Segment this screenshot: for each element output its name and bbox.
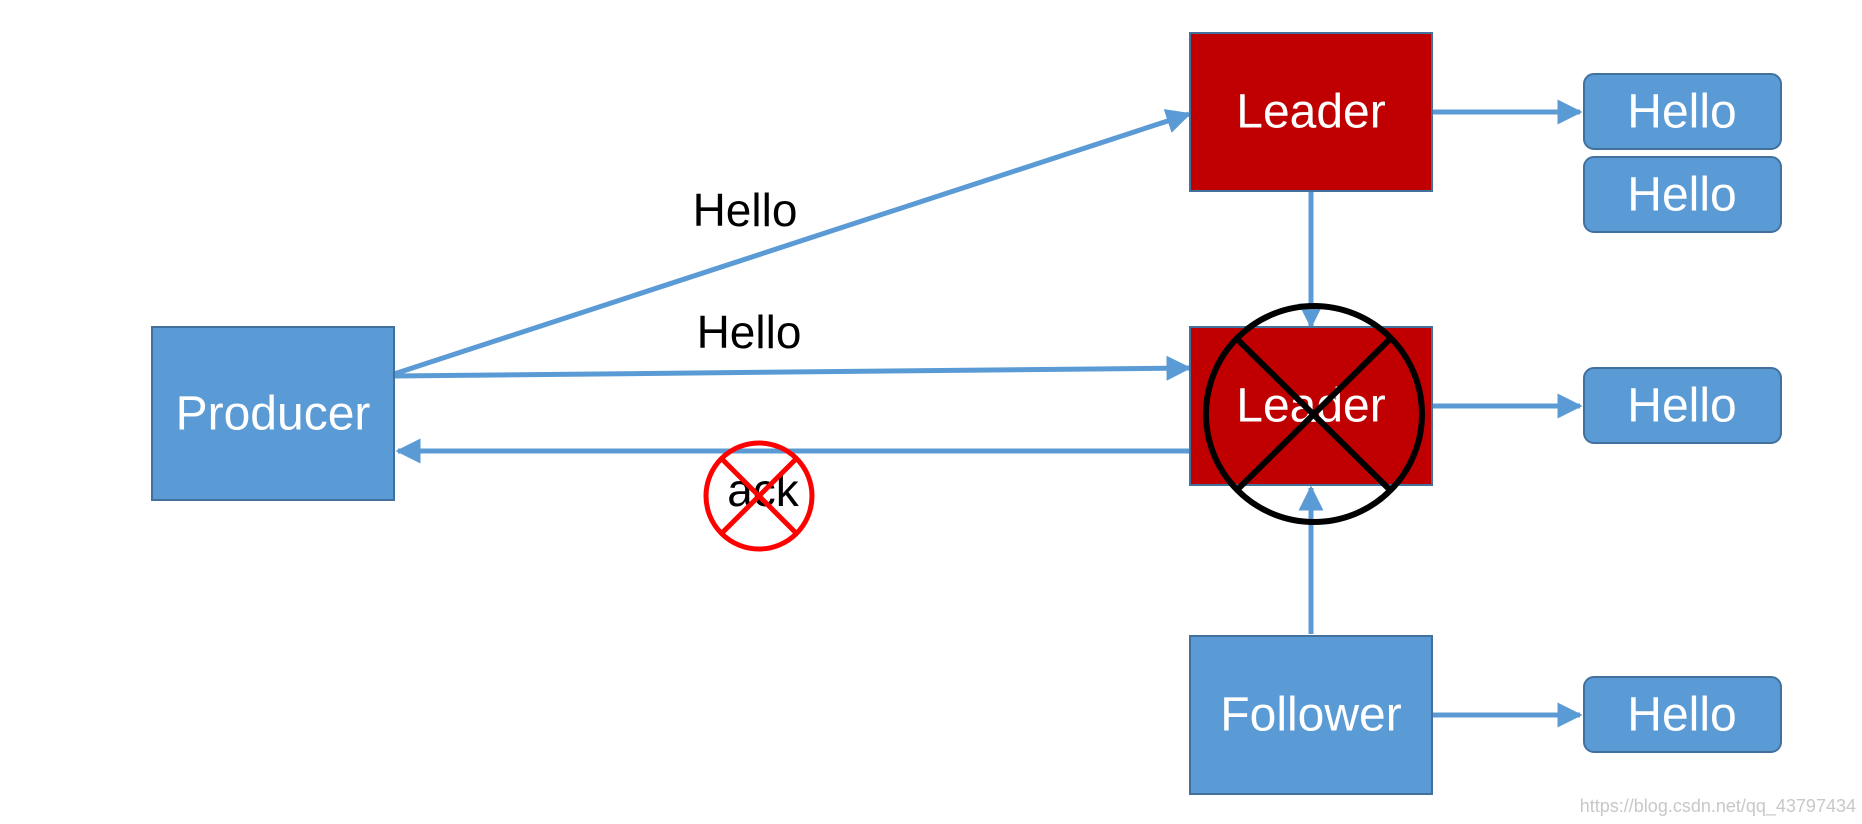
producer-node: Producer (151, 326, 395, 501)
leader-message-2-label: Hello (1627, 169, 1736, 222)
failed-leader-node: Leader (1189, 326, 1433, 486)
leader-message-2: Hello (1583, 156, 1782, 233)
follower-node: Follower (1189, 635, 1433, 795)
failed-leader-label: Leader (1236, 380, 1385, 433)
producer-label: Producer (176, 388, 371, 441)
ack-failed-cross-icon (703, 440, 815, 552)
arrow-producer-to-leader (393, 109, 1192, 377)
leader-node: Leader (1189, 32, 1433, 192)
failed-leader-message: Hello (1583, 367, 1782, 444)
producer-to-leader-label: Hello (693, 184, 798, 236)
producer-to-failed-leader-label: Hello (697, 306, 802, 358)
failed-leader-message-label: Hello (1627, 380, 1736, 433)
arrow-producer-to-failed-leader (393, 355, 1192, 381)
watermark-url: https://blog.csdn.net/qq_43797434 (1580, 796, 1856, 817)
leader-label: Leader (1236, 86, 1385, 139)
follower-message-label: Hello (1627, 689, 1736, 742)
failure-cross-icon (1203, 303, 1425, 525)
leader-message-1: Hello (1583, 73, 1782, 150)
leader-message-1-label: Hello (1627, 86, 1736, 139)
follower-label: Follower (1220, 689, 1401, 742)
follower-message: Hello (1583, 676, 1782, 753)
edges (393, 99, 1583, 728)
